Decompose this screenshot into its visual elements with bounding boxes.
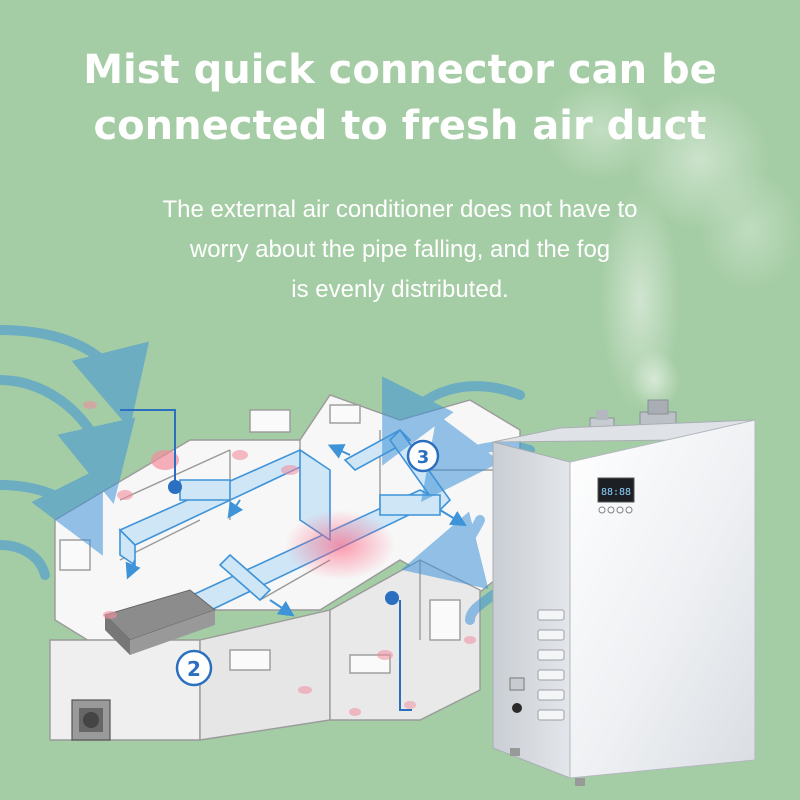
headline: Mist quick connector can be connected to…: [0, 42, 800, 154]
headline-line-2: connected to fresh air duct: [93, 103, 707, 149]
power-port-icon: [512, 703, 522, 713]
airflow-arrows: [0, 325, 535, 625]
callout-lines: [120, 409, 412, 711]
subtext-line-1: The external air conditioner does not ha…: [162, 196, 638, 223]
outlet-arrows: [125, 444, 467, 617]
device-screen: [597, 477, 635, 503]
marker-2: 2: [175, 649, 213, 687]
marker-2-label: 2: [187, 657, 201, 681]
marker-3: 3: [406, 439, 440, 473]
aroma-diffuser-device: 88:88: [492, 399, 756, 786]
subtext: The external air conditioner does not ha…: [60, 190, 740, 310]
subtext-line-3: is evenly distributed.: [291, 276, 509, 303]
outdoor-vent: [71, 699, 111, 741]
marker-3-label: 3: [417, 447, 430, 468]
side-vents: [537, 609, 565, 721]
subtext-line-2: worry about the pipe falling, and the fo…: [189, 236, 611, 263]
device-screen-readout: 88:88: [601, 487, 631, 498]
ac-unit-box: [104, 589, 217, 655]
device-buttons: [598, 506, 633, 514]
headline-line-1: Mist quick connector can be: [83, 47, 717, 93]
mist-plume: [545, 80, 800, 410]
